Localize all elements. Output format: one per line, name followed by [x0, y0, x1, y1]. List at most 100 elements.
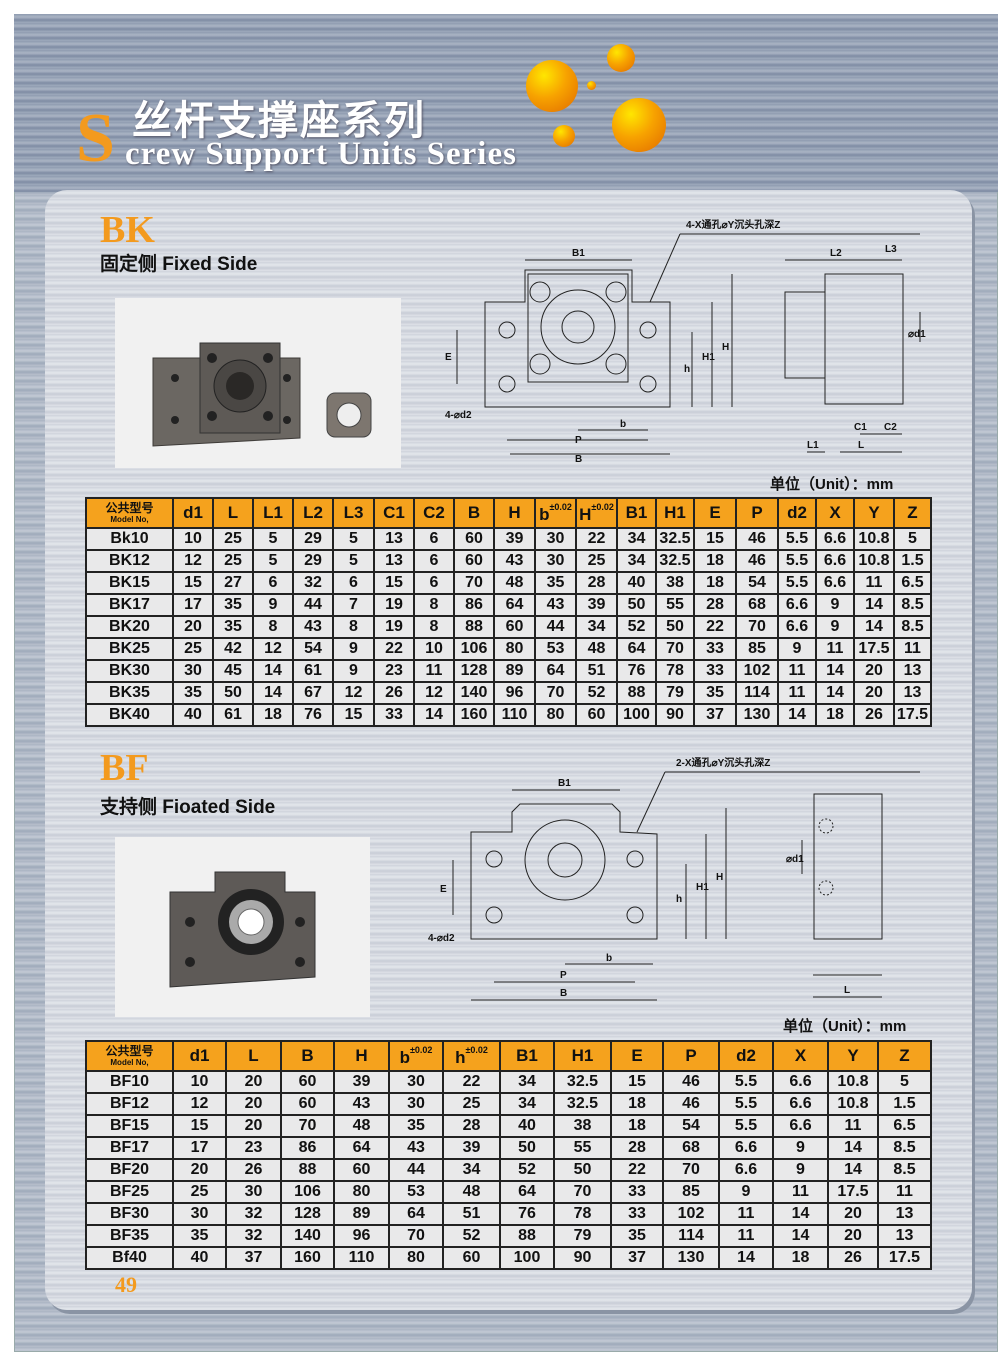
value-cell: 88 — [280, 1158, 335, 1182]
column-header-label: E — [631, 1046, 643, 1065]
value-cell: 5.5 — [718, 1092, 774, 1116]
column-header: L3 — [332, 497, 375, 529]
column-header: h±0.02 — [442, 1040, 501, 1072]
column-header-label: H1 — [571, 1046, 594, 1065]
value-cell: 17.5 — [877, 1246, 932, 1270]
value-cell: 9 — [772, 1136, 829, 1160]
value-cell: 44 — [292, 593, 334, 617]
value-cell: 6 — [413, 549, 455, 573]
bk-dim-d2: 4-⌀d2 — [445, 410, 472, 421]
value-cell: 10.8 — [827, 1092, 879, 1116]
bf-unit-label: 单位（Unit）：mm — [783, 1018, 907, 1035]
bf-hole-note: 2-X通孔⌀Y沉头孔深Z — [676, 756, 770, 769]
column-header-label: d2 — [736, 1046, 756, 1065]
value-cell: 110 — [493, 703, 536, 727]
value-cell: 52 — [499, 1158, 555, 1182]
value-cell: 14 — [815, 659, 855, 683]
value-cell: 88 — [499, 1224, 555, 1248]
value-cell: 70 — [553, 1180, 612, 1204]
bk-dim-L: L — [858, 440, 864, 451]
column-header: L — [212, 497, 254, 529]
value-cell: 12 — [172, 1092, 227, 1116]
bk-technical-drawing: B1 E h H1 H 4-⌀d2 b P B L2 L3 ⌀d1 C1 C2 … — [445, 218, 926, 465]
value-cell: 38 — [655, 571, 695, 595]
value-cell: 14 — [827, 1136, 879, 1160]
bf-dim-b: b — [606, 953, 612, 964]
value-cell: 46 — [735, 549, 779, 573]
column-header-label: B1 — [625, 503, 648, 522]
value-cell: 60 — [280, 1070, 335, 1094]
value-cell: 60 — [333, 1158, 390, 1182]
value-cell: 18 — [815, 703, 855, 727]
value-cell: 13 — [877, 1202, 932, 1226]
column-header-tolerance: ±0.02 — [465, 1044, 488, 1055]
column-header-label: X — [794, 1046, 807, 1065]
column-header: d2 — [777, 497, 817, 529]
value-cell: 28 — [610, 1136, 664, 1160]
column-header: B1 — [616, 497, 657, 529]
value-cell: 50 — [499, 1136, 555, 1160]
value-cell: 70 — [662, 1158, 720, 1182]
value-cell: 88 — [616, 681, 657, 705]
model-cell: BF12 — [85, 1092, 174, 1116]
value-cell: 160 — [453, 703, 495, 727]
value-cell: 35 — [172, 681, 214, 705]
value-cell: 14 — [252, 681, 294, 705]
value-cell: 102 — [735, 659, 779, 683]
bf-product-photo — [115, 837, 370, 1017]
value-cell: 140 — [280, 1224, 335, 1248]
value-cell: 17.5 — [893, 703, 932, 727]
column-header: B — [280, 1040, 335, 1072]
bk-dim-C2: C2 — [884, 422, 897, 433]
model-cell: BF35 — [85, 1224, 174, 1248]
value-cell: 34 — [616, 549, 657, 573]
value-cell: 40 — [172, 703, 214, 727]
page-title-en: crew Support Units Series — [125, 136, 517, 172]
value-cell: 50 — [212, 681, 254, 705]
value-cell: 6.6 — [718, 1158, 774, 1182]
value-cell: 52 — [575, 681, 618, 705]
column-header: d2 — [718, 1040, 774, 1072]
value-cell: 60 — [280, 1092, 335, 1116]
value-cell: 5.5 — [777, 527, 817, 551]
value-cell: 43 — [388, 1136, 444, 1160]
value-cell: 34 — [499, 1070, 555, 1094]
value-cell: 33 — [610, 1180, 664, 1204]
model-cell: BF17 — [85, 1136, 174, 1160]
value-cell: 64 — [499, 1180, 555, 1204]
bf-dim-H: H — [716, 872, 723, 883]
value-cell: 50 — [553, 1158, 612, 1182]
bf-dim-d1: ⌀d1 — [786, 854, 804, 865]
model-cell: BK12 — [85, 549, 174, 573]
value-cell: 9 — [815, 593, 855, 617]
value-cell: 26 — [827, 1246, 879, 1270]
value-cell: 60 — [453, 549, 495, 573]
bk-section-code: BK — [100, 209, 155, 251]
value-cell: 34 — [499, 1092, 555, 1116]
bf-technical-drawing: B1 E h H1 H 4-⌀d2 b P B ⌀d1 L 2-X通孔⌀Y沉头孔… — [428, 756, 920, 1001]
column-header: Y — [853, 497, 895, 529]
value-cell: 30 — [388, 1092, 444, 1116]
value-cell: 85 — [662, 1180, 720, 1204]
model-cell: Bk10 — [85, 527, 174, 551]
column-header: Y — [827, 1040, 879, 1072]
value-cell: 28 — [575, 571, 618, 595]
column-header-label: b — [399, 1047, 410, 1067]
value-cell: 34 — [616, 527, 657, 551]
value-cell: 5.5 — [718, 1114, 774, 1138]
value-cell: 6.5 — [877, 1114, 932, 1138]
value-cell: 76 — [292, 703, 334, 727]
value-cell: 25 — [442, 1092, 501, 1116]
bk-dim-B: B — [575, 454, 582, 465]
value-cell: 45 — [212, 659, 254, 683]
value-cell: 32 — [225, 1202, 282, 1226]
value-cell: 48 — [493, 571, 536, 595]
value-cell: 100 — [616, 703, 657, 727]
value-cell: 42 — [212, 637, 254, 661]
model-cell: BK20 — [85, 615, 174, 639]
